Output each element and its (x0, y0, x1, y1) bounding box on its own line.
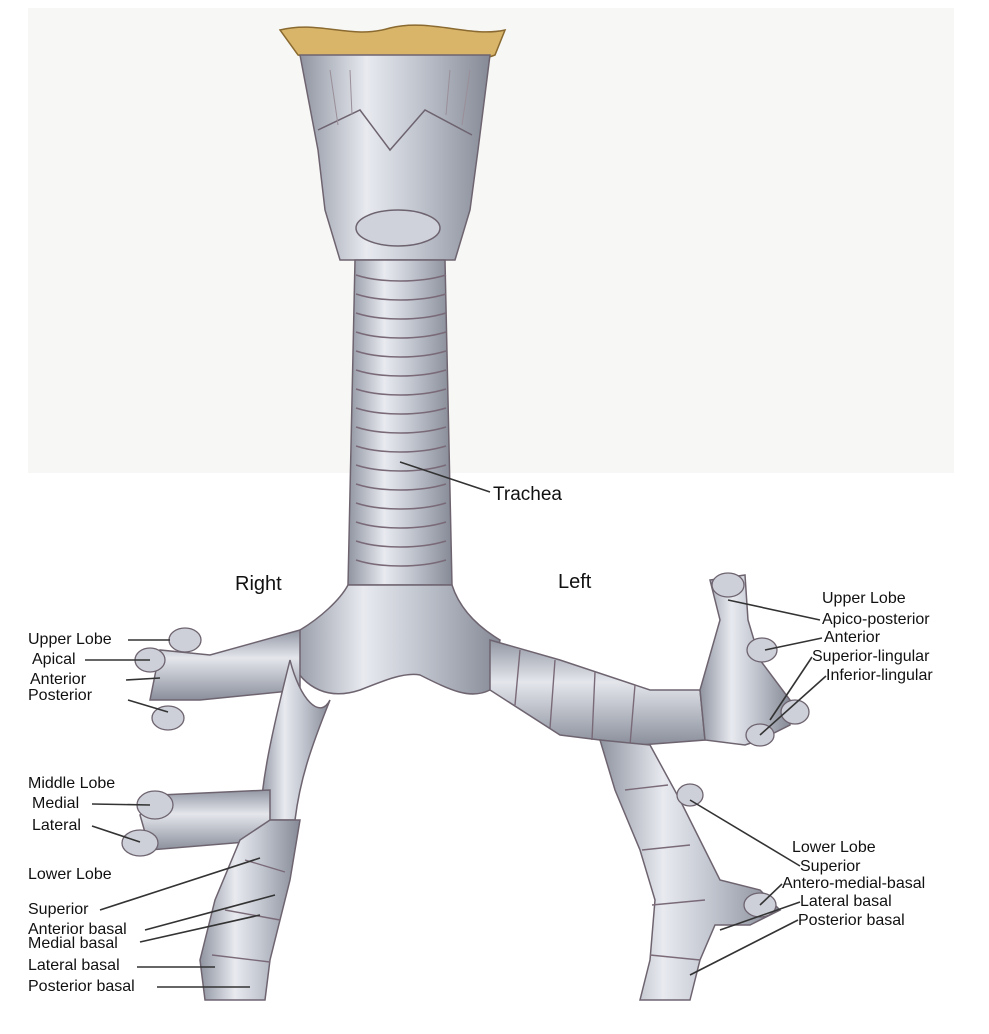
background-panel (28, 8, 954, 473)
label-right-apical: Apical (32, 652, 76, 668)
label-left-superior-lingular: Superior-lingular (812, 649, 929, 665)
label-side-left: Left (558, 572, 591, 592)
label-right-superior: Superior (28, 902, 88, 918)
label-right-posterior: Posterior (28, 688, 92, 704)
right-posterior-opening (152, 706, 184, 730)
label-right-lateral: Lateral (32, 818, 81, 834)
label-left-posterior-basal: Posterior basal (798, 913, 905, 929)
leader-r-posterior (128, 700, 168, 712)
label-right-lower-lobe: Lower Lobe (28, 867, 112, 883)
label-left-upper-lobe: Upper Lobe (822, 591, 906, 607)
label-left-superior: Superior (800, 859, 860, 875)
left-superior-opening (677, 784, 703, 806)
label-right-upper-lobe: Upper Lobe (28, 632, 112, 648)
label-left-lower-lobe: Lower Lobe (792, 840, 876, 856)
label-trachea: Trachea (493, 485, 562, 504)
label-side-right: Right (235, 574, 282, 594)
label-right-posterior-basal: Posterior basal (28, 979, 135, 995)
left-anterior-opening (747, 638, 777, 662)
left-main-bronchus (490, 640, 705, 745)
label-right-lateral-basal: Lateral basal (28, 958, 120, 974)
label-right-medial: Medial (32, 796, 79, 812)
label-left-anterior: Anterior (824, 630, 880, 646)
label-right-medial-basal: Medial basal (28, 936, 118, 952)
cricoid-opening (356, 210, 440, 246)
label-right-anterior: Anterior (30, 672, 86, 688)
label-left-antero-medial-basal: Antero-medial-basal (782, 876, 925, 892)
label-left-inferior-lingular: Inferior-lingular (826, 668, 933, 684)
trachea (348, 260, 452, 585)
right-lateral-opening (122, 830, 158, 856)
left-lower-lobe-bronchus (600, 740, 780, 1000)
label-left-apico-posterior: Apico-posterior (822, 612, 930, 628)
right-apical-opening (169, 628, 201, 652)
left-apico-posterior-opening (712, 573, 744, 597)
label-right-middle-lobe: Middle Lobe (28, 776, 115, 792)
leader-r-medial (92, 804, 150, 805)
carina (290, 585, 500, 694)
right-lower-lobe-bronchus (200, 820, 300, 1000)
label-left-lateral-basal: Lateral basal (800, 894, 892, 910)
